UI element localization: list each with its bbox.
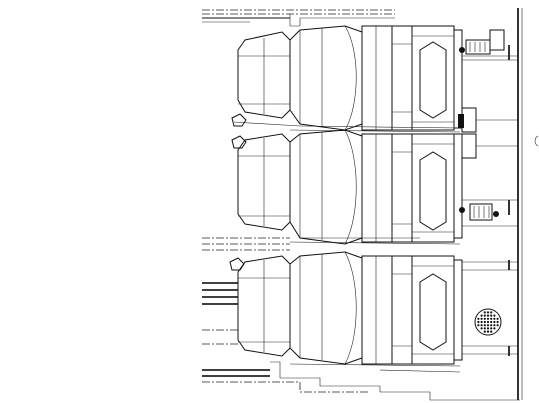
grille-hole: [490, 330, 493, 333]
grille-hole: [493, 317, 496, 320]
grille-hole: [486, 317, 490, 320]
grille-hole: [480, 320, 483, 324]
grille-hole: [477, 320, 480, 324]
grille-hole: [480, 314, 483, 317]
outline-lines: [202, 9, 520, 401]
grille-hole: [483, 324, 486, 327]
grille-hole: [493, 314, 496, 317]
grille-hole: [480, 327, 483, 330]
grille-hole: [486, 311, 490, 314]
grille-hole: [477, 317, 480, 320]
grille-hole: [483, 314, 486, 317]
grille-hole: [486, 320, 490, 324]
grille-hole: [490, 314, 493, 317]
seat-row-1: [231, 25, 518, 133]
grille-hole: [490, 327, 493, 330]
grille-hole: [493, 320, 496, 324]
grille-hole: [486, 314, 490, 317]
grille-hole: [493, 324, 496, 327]
grille-hole: [483, 330, 486, 333]
edge-mark: [534, 135, 539, 147]
grille-hole: [496, 320, 499, 324]
seat-row-3: [229, 251, 518, 373]
grille-hole: [480, 317, 483, 320]
grille-hole: [477, 324, 480, 327]
grille-hole: [490, 311, 493, 314]
right-wall: [508, 8, 523, 400]
grille-hole: [480, 324, 483, 327]
grille-hole: [483, 317, 486, 320]
grille-hole: [490, 320, 493, 324]
grille-hole: [486, 327, 490, 330]
grille-hole: [493, 327, 496, 330]
grille-hole: [483, 320, 486, 324]
grille-hole: [490, 324, 493, 327]
grille-hole: [486, 324, 490, 327]
grille-hole: [496, 324, 499, 327]
grille-hole: [483, 327, 486, 330]
speaker-grille: [474, 308, 502, 336]
grille-hole: [486, 330, 490, 333]
grille-hole: [496, 317, 499, 320]
grille-hole: [483, 311, 486, 314]
grille-hole: [490, 317, 493, 320]
seat-row-2: [231, 107, 518, 245]
